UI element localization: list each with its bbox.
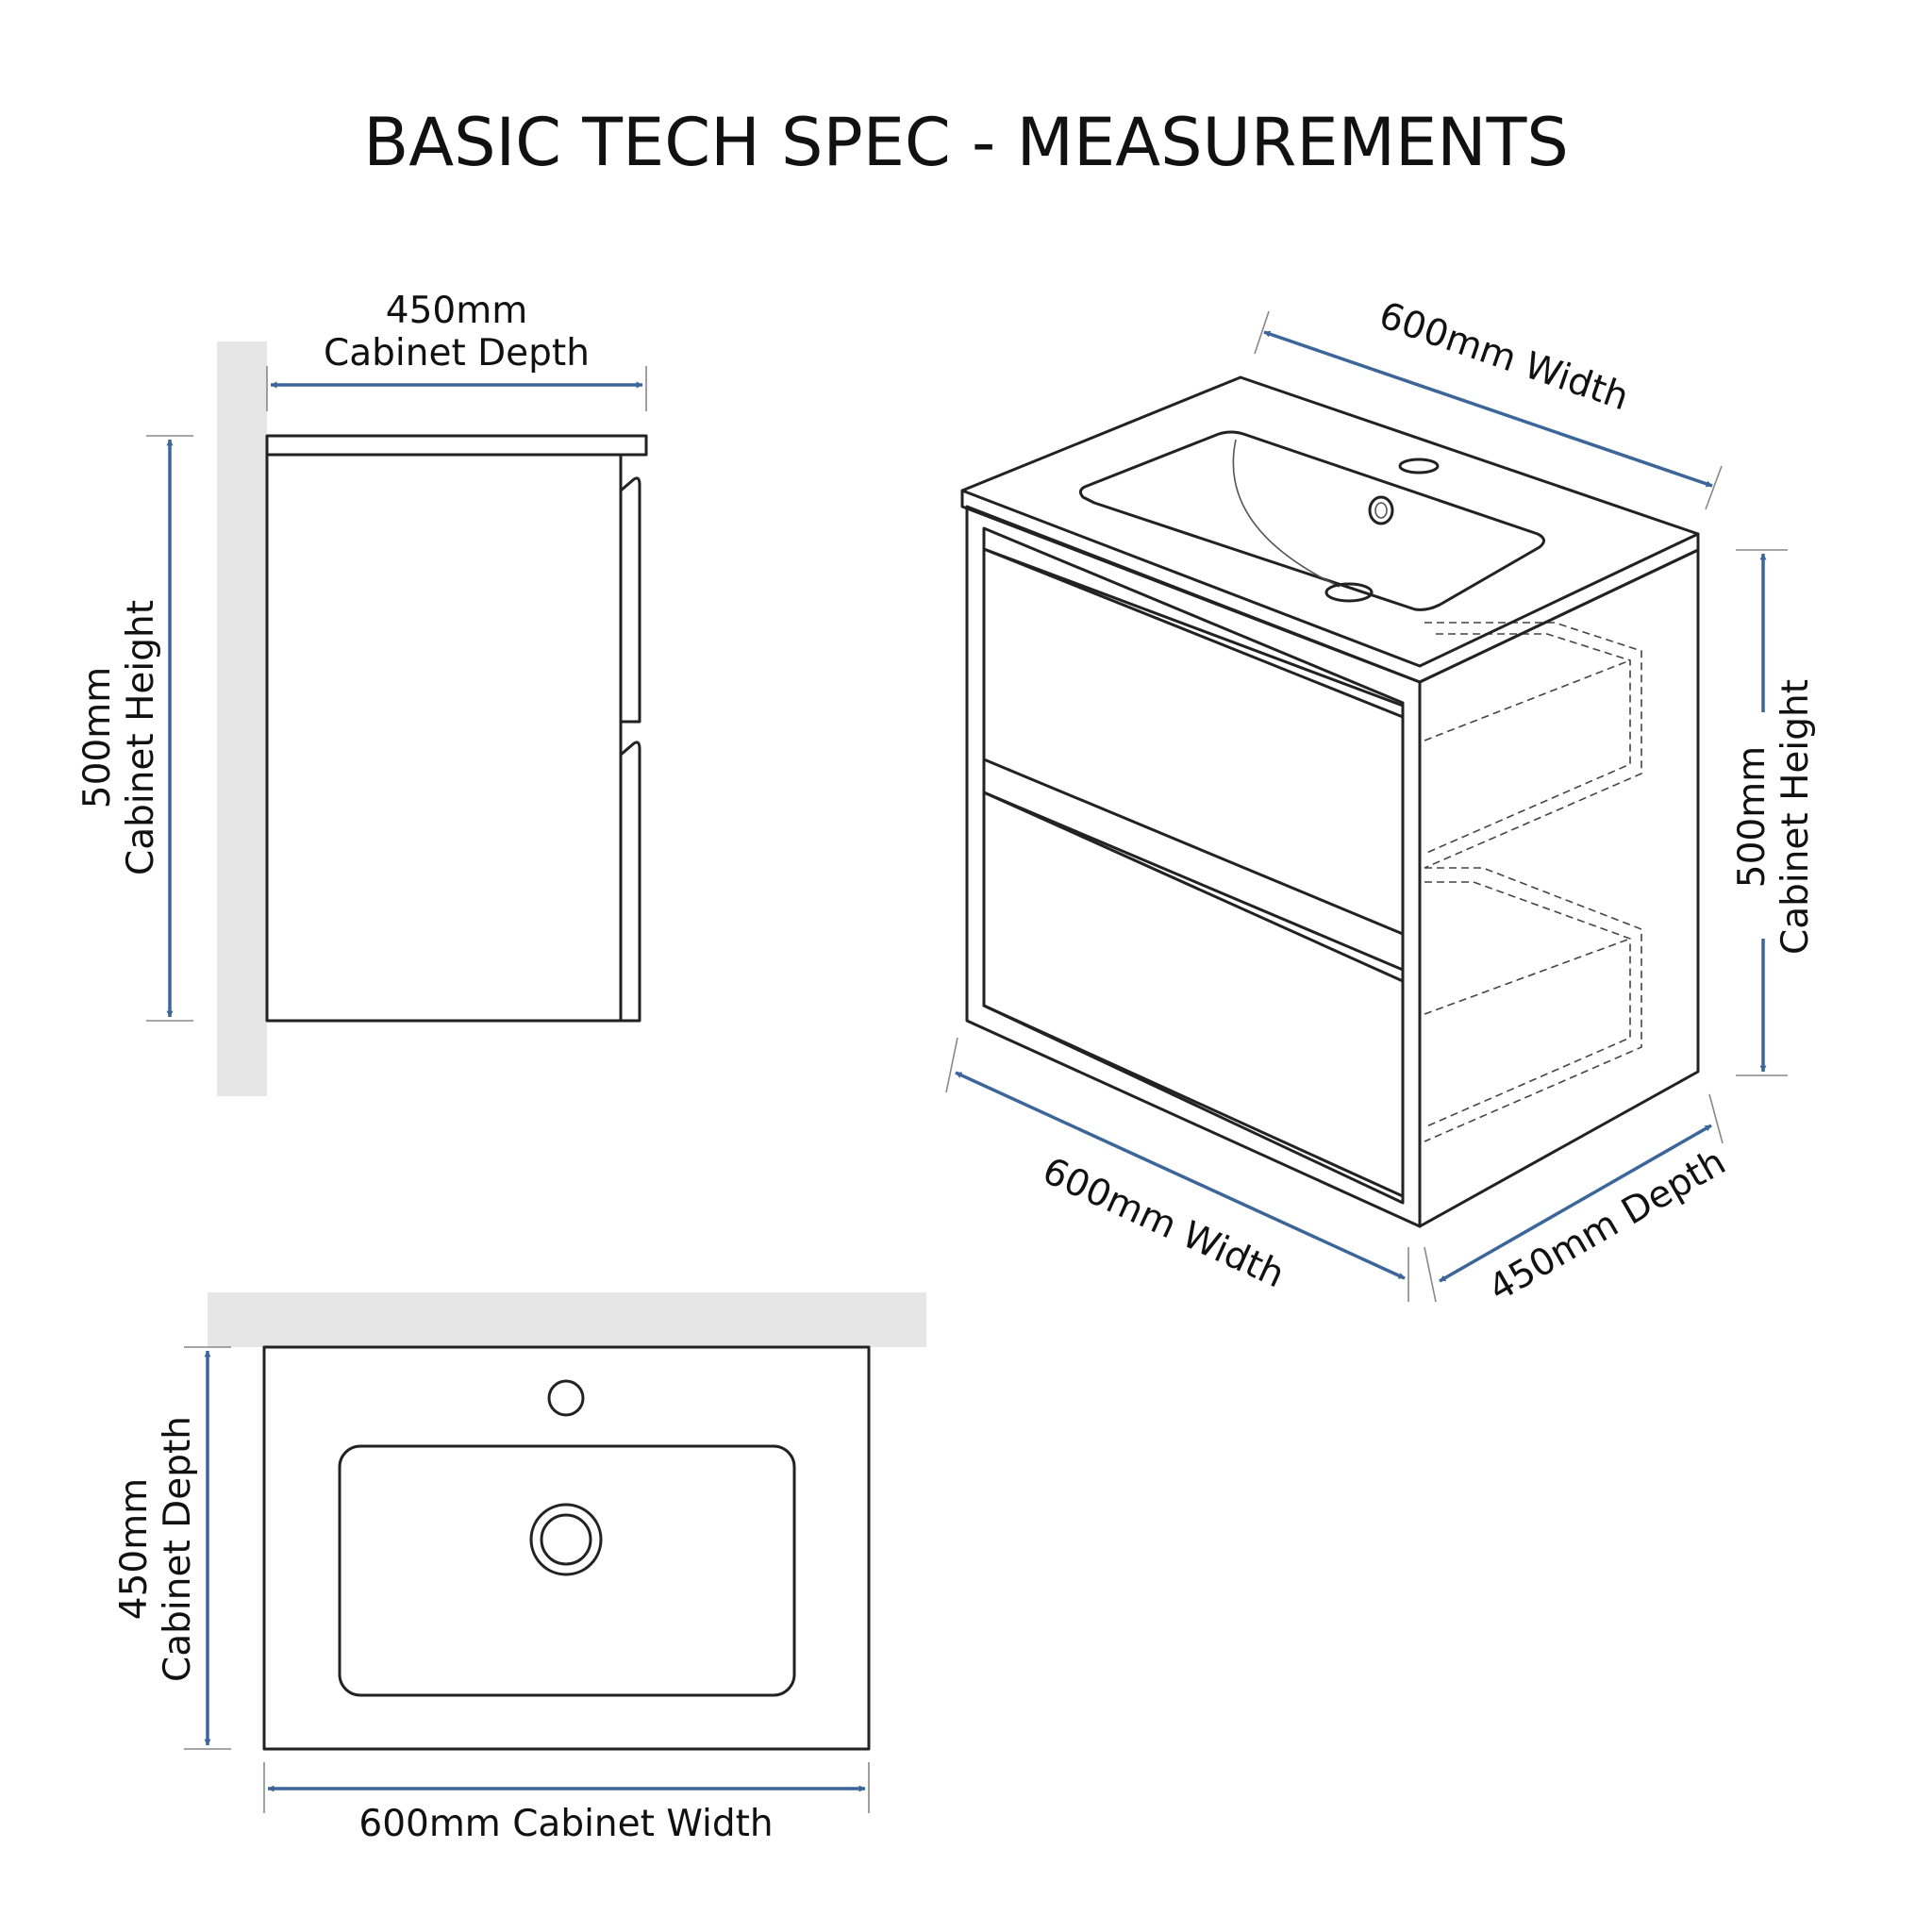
side-depth-value: 450mm <box>386 290 527 332</box>
top-depth-value: 450mm <box>113 1478 156 1620</box>
top-drain-inner <box>540 1513 592 1566</box>
top-view: 450mm Cabinet Depth 600mm Cabinet Width <box>113 1292 926 1845</box>
side-drawer-lower <box>619 741 641 1023</box>
page-title: BASIC TECH SPEC - MEASUREMENTS <box>363 104 1569 181</box>
isometric-view: 600mm Width 600mm Width 450mm Depth 500m… <box>945 294 1817 1310</box>
top-width-label: 600mm Cabinet Width <box>358 1803 773 1845</box>
iso-countertop-top <box>960 375 1700 668</box>
top-depth-label: Cabinet Depth <box>157 1416 199 1682</box>
iso-height-label: Cabinet Height <box>1774 679 1817 955</box>
top-countertop <box>262 1345 871 1751</box>
iso-tap-hole <box>1398 458 1440 475</box>
side-view: 450mm Cabinet Depth 500mm Cabinet Height <box>76 290 648 1096</box>
side-cabinet-body <box>265 453 623 1023</box>
iso-front-width-line <box>955 1071 1406 1280</box>
top-drain-outer <box>529 1503 603 1576</box>
side-countertop <box>265 434 648 457</box>
iso-front-width-label: 600mm Width <box>1036 1150 1291 1297</box>
open-drawer-ghosts <box>1424 622 1642 1142</box>
iso-height-value: 500mm <box>1731 746 1774 888</box>
top-tap-hole <box>547 1379 585 1417</box>
wall <box>217 341 267 1096</box>
iso-depth-label: 450mm Depth <box>1482 1141 1733 1310</box>
iso-overflow <box>1368 495 1394 525</box>
side-height-label: Cabinet Height <box>120 600 162 875</box>
side-depth-label: Cabinet Depth <box>324 332 590 375</box>
iso-drawer-lower <box>982 791 1405 1198</box>
side-height-value: 500mm <box>76 667 119 808</box>
iso-top-width-line <box>1263 330 1713 488</box>
top-basin <box>338 1444 796 1697</box>
side-drawer-upper <box>619 476 641 724</box>
iso-drain <box>1324 582 1374 603</box>
iso-basin-curve <box>1232 439 1341 588</box>
iso-depth-line <box>1439 1124 1712 1283</box>
iso-basin <box>1078 430 1545 611</box>
iso-drawer-upper <box>982 547 1405 936</box>
top-wall <box>208 1292 926 1347</box>
iso-top-width-label: 600mm Width <box>1374 294 1634 419</box>
